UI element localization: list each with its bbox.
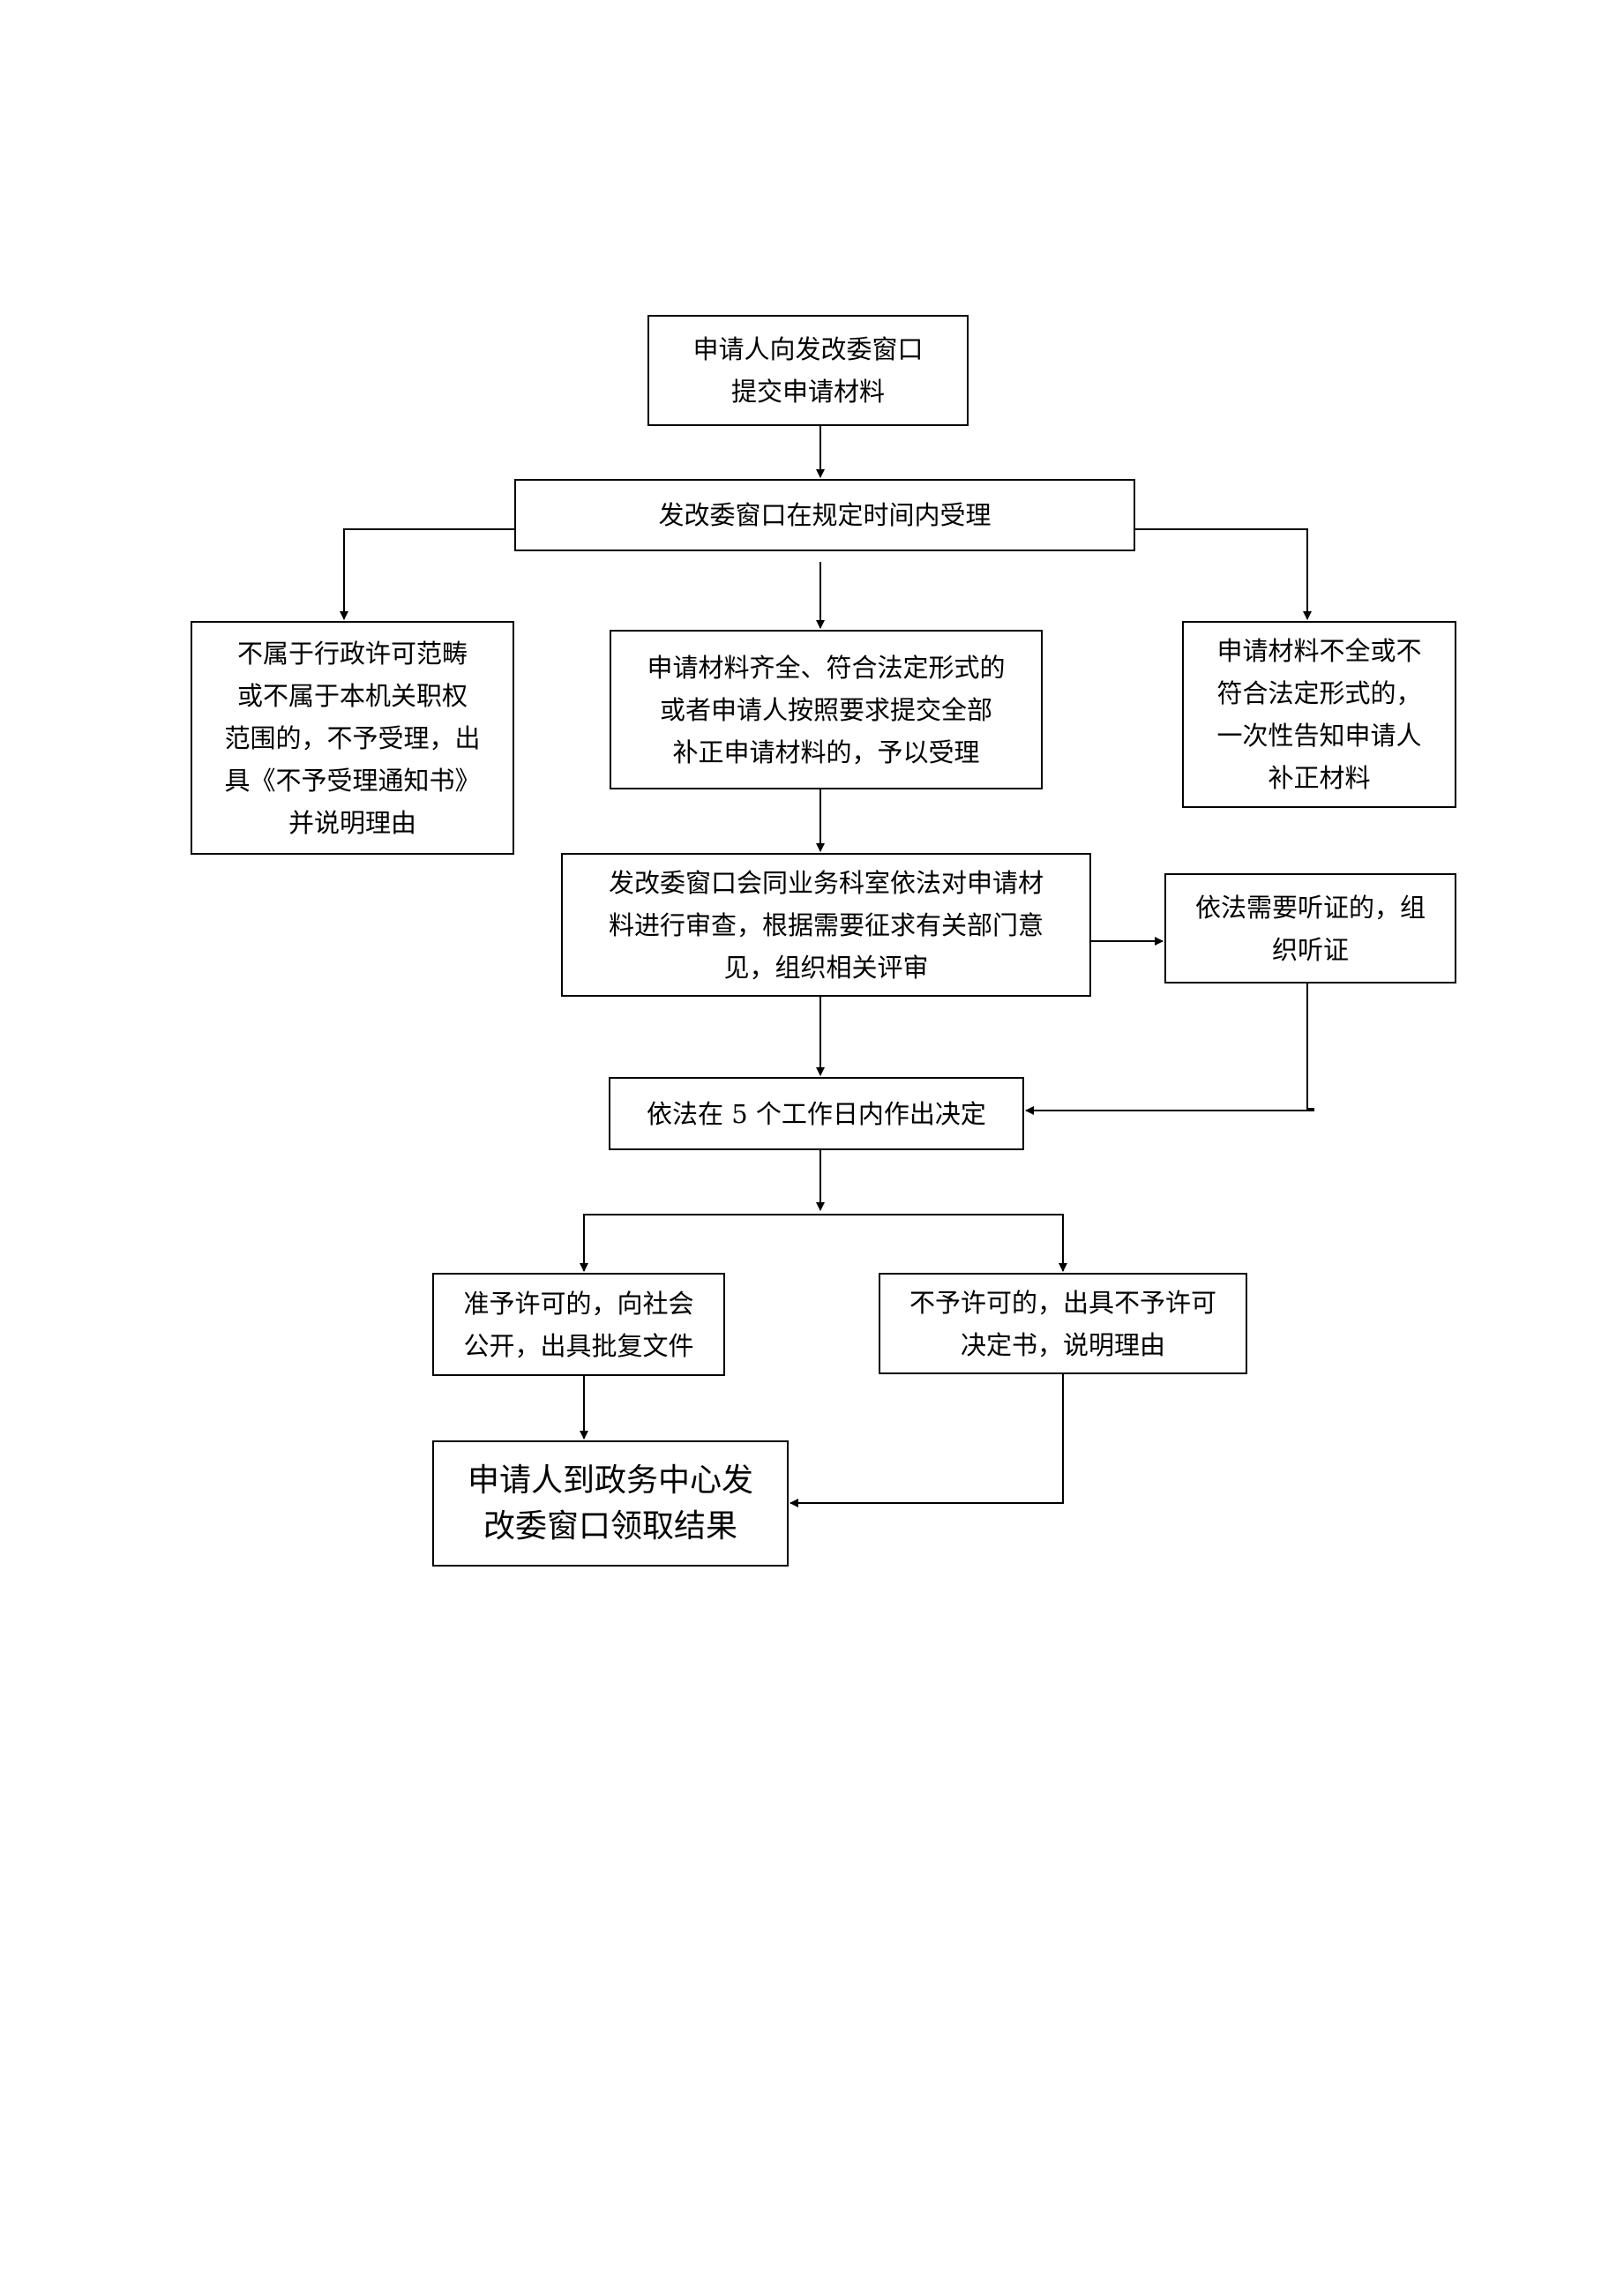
arrow-hearing-to-decision bbox=[1306, 983, 1314, 1110]
window-acceptance-box: 发改委窗口在规定时间内受理 bbox=[514, 479, 1135, 551]
not-in-scope-text: 不属于行政许可范畴 或不属于本机关职权 范围的，不予受理，出 具《不予受理通知书… bbox=[224, 638, 481, 838]
arrow-branch-to-approve bbox=[583, 1214, 1064, 1260]
materials-complete-box: 申请材料齐全、符合法定形式的 或者申请人按照要求提交全部 补正申请材料的，予以受… bbox=[610, 630, 1043, 789]
reject-text: 不予许可的，出具不予许可 决定书，说明理由 bbox=[909, 1287, 1216, 1360]
arrow-accept-to-incomplete bbox=[1134, 528, 1312, 620]
arrow-accept-to-not-in-scope bbox=[340, 528, 516, 620]
collect-result-text: 申请人到政务中心发 改委窗口领取结果 bbox=[467, 1462, 753, 1544]
materials-incomplete-box: 申请材料不全或不 符合法定形式的， 一次性告知申请人 补正材料 bbox=[1182, 621, 1456, 808]
reject-box: 不予许可的，出具不予许可 决定书，说明理由 bbox=[879, 1273, 1247, 1374]
review-box: 发改委窗口会同业务科室依法对申请材 料进行审查，根据需要征求有关部门意 见，组织… bbox=[561, 853, 1091, 997]
collect-result-box: 申请人到政务中心发 改委窗口领取结果 bbox=[432, 1440, 789, 1567]
not-in-scope-box: 不属于行政许可范畴 或不属于本机关职权 范围的，不予受理，出 具《不予受理通知书… bbox=[191, 621, 514, 855]
materials-incomplete-text: 申请材料不全或不 符合法定形式的， 一次性告知申请人 补正材料 bbox=[1216, 636, 1422, 793]
approve-box: 准予许可的，向社会 公开，出具批复文件 bbox=[432, 1273, 725, 1376]
window-acceptance-text: 发改委窗口在规定时间内受理 bbox=[658, 500, 992, 530]
materials-complete-text: 申请材料齐全、符合法定形式的 或者申请人按照要求提交全部 补正申请材料的，予以受… bbox=[647, 652, 1006, 767]
decision-box: 依法在 5 个工作日内作出决定 bbox=[609, 1077, 1024, 1150]
hearing-text: 依法需要听证的，组 织听证 bbox=[1194, 892, 1426, 965]
decision-text: 依法在 5 个工作日内作出决定 bbox=[647, 1098, 986, 1129]
arrow-reject-to-result bbox=[882, 1374, 1064, 1504]
hearing-box: 依法需要听证的，组 织听证 bbox=[1164, 873, 1456, 983]
submit-application-box: 申请人向发改委窗口 提交申请材料 bbox=[647, 315, 969, 426]
review-text: 发改委窗口会同业务科室依法对申请材 料进行审查，根据需要征求有关部门意 见，组织… bbox=[608, 867, 1044, 983]
submit-application-text: 申请人向发改委窗口 提交申请材料 bbox=[692, 334, 924, 407]
approve-text: 准予许可的，向社会 公开，出具批复文件 bbox=[463, 1288, 694, 1361]
